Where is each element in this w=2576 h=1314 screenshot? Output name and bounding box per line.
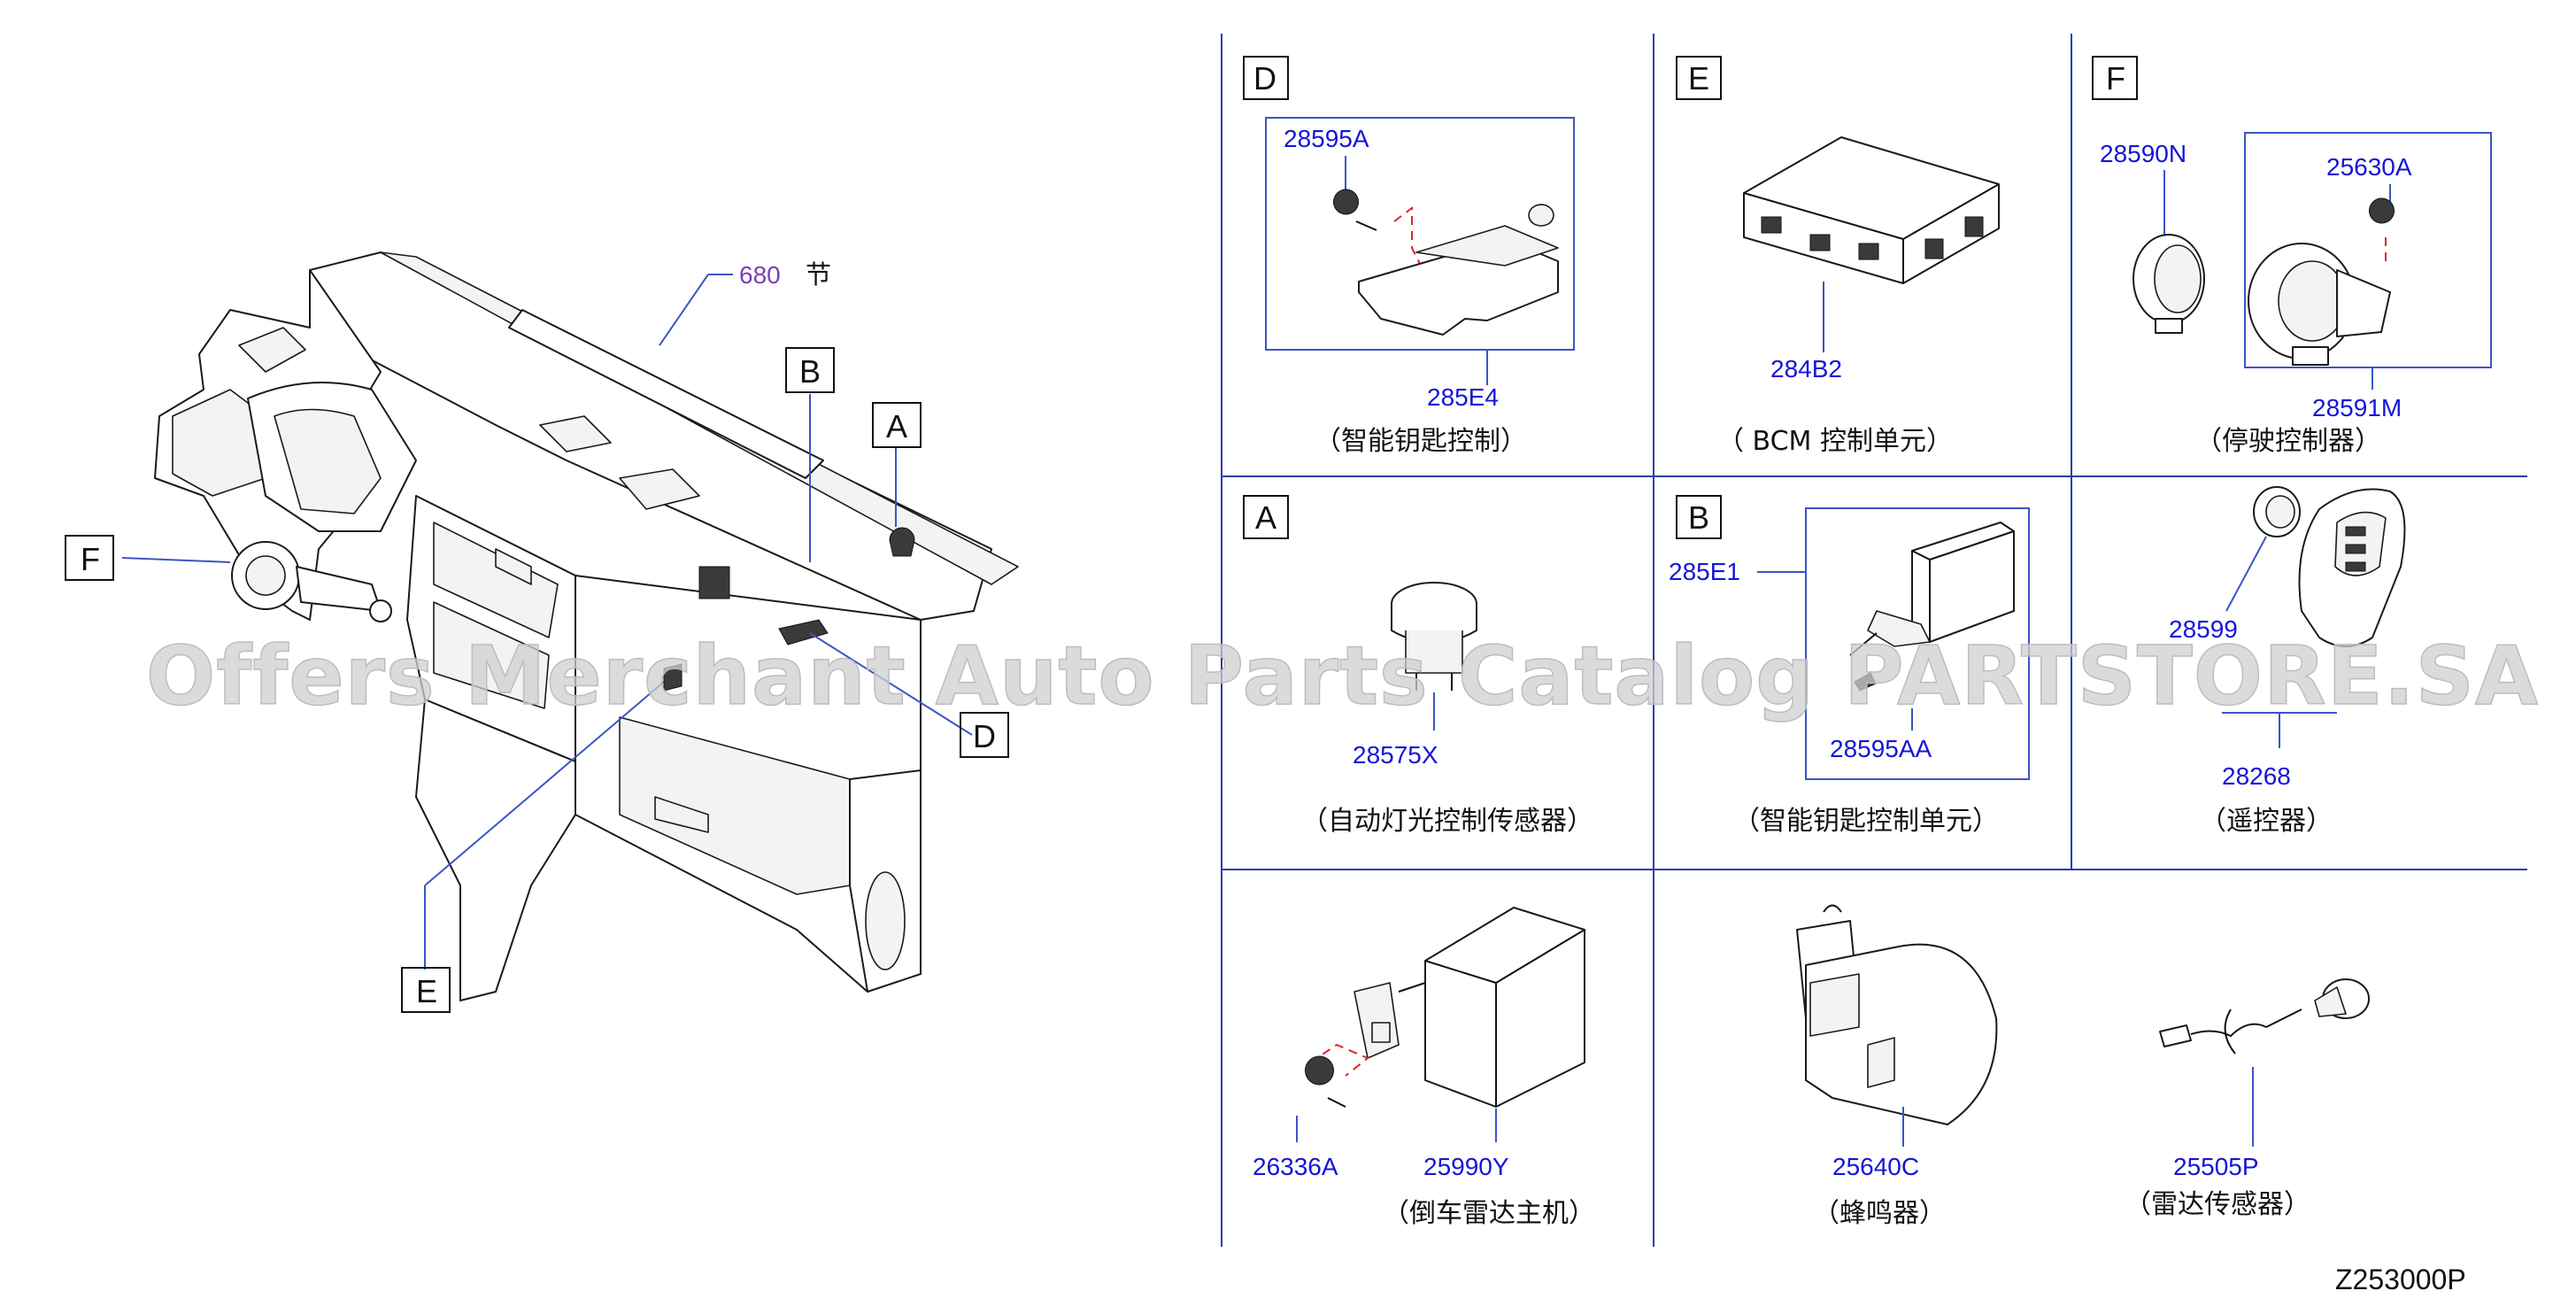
part-285E4: 285E4 [1427,383,1499,411]
part-25640C-buzzer [1805,943,1998,1125]
part-A-mark [889,527,915,557]
part-E-mark [663,663,683,692]
part-25630A: 25630A [2326,153,2412,181]
panel-E: E 284B2 （ BCM 控制单元） [1676,56,2000,457]
section-ref-suffix: 节 [806,259,831,290]
callout-D-label: D [973,718,996,754]
panel-B-caption: （智能钥匙控制单元） [1733,806,1999,837]
part-25505P: 25505P [2173,1153,2259,1180]
part-284B2-module [1743,136,2000,284]
panel-A-caption: （自动灯光控制传感器） [1301,806,1593,837]
panel-A-letter: A [1255,499,1276,536]
part-28595AA: 28595AA [1830,735,1932,762]
panel-remote: 28599 28268 （遥控器） [2169,486,2406,837]
panel-D-letter: D [1253,60,1276,97]
screw-28595A [1333,189,1359,215]
panel-radar-unit-caption: （倒车雷达主机） [1383,1198,1595,1229]
panel-radar-sensor: 25505P （雷达传感器） [2125,978,2370,1220]
callout-E: E [401,967,451,1013]
panel-D: D 28595A 285E4 （智能钥匙控制） [1243,56,1575,457]
panel-E-caption: （ BCM 控制单元） [1717,426,1953,457]
part-28268: 28268 [2222,762,2291,790]
panel-radar-unit: 26336A 25990Y （倒车雷达主机） [1253,907,1595,1229]
part-25505P-plug [2159,1024,2192,1047]
part-25640C: 25640C [1832,1153,1919,1180]
callout-F-label: F [81,541,100,577]
callout-B: B [785,347,835,393]
screw-26336A [1305,1055,1334,1086]
dashboard-overview [154,251,1019,1001]
part-25990Y-module [1424,907,1585,1108]
part-28591M: 28591M [2312,394,2402,421]
part-28575X: 28575X [1353,741,1438,769]
callout-D: D [960,712,1009,758]
part-26336A: 26336A [1253,1153,1338,1180]
part-B-mark [698,566,730,599]
panel-F-letter: F [2106,60,2125,97]
part-285E1-module [1911,522,2015,643]
figure-code: Z253000P [2335,1264,2466,1295]
callout-A-label: A [886,408,907,444]
panel-B: B 285E1 28595AA （智能钥匙控制单元） [1669,495,2030,837]
panel-grid [1221,34,2527,1247]
panel-buzzer: 25640C （蜂鸣器） [1796,904,1998,1229]
panel-F: F 28590N 25630A 28591M （停驶控制器） [2092,56,2492,457]
section-ref-680: 680 [739,261,781,289]
callout-E-label: E [416,973,437,1009]
panel-D-caption: （智能钥匙控制） [1315,426,1527,457]
panel-A: A 28575X （自动灯光控制传感器） [1243,495,1593,837]
part-284B2: 284B2 [1770,355,1842,383]
callout-F: F [65,535,114,581]
callout-B-label: B [799,353,821,390]
part-28595A: 28595A [1284,125,1369,152]
watermark-text: Offers Merchant Auto Parts Catalog PARTS… [146,629,2539,723]
callout-A: A [872,402,922,448]
part-28590N: 28590N [2100,140,2187,167]
panel-remote-caption: （遥控器） [2200,806,2333,837]
panel-buzzer-caption: （蜂鸣器） [1813,1198,1946,1229]
part-D-mark [778,619,829,645]
callout-680: 680 节 [739,259,831,290]
panel-E-letter: E [1688,60,1709,97]
part-25990Y: 25990Y [1423,1153,1509,1180]
part-285E1: 285E1 [1669,558,1740,585]
overview-leaders [121,274,973,970]
panel-B-letter: B [1688,499,1709,536]
part-28599: 28599 [2169,615,2238,643]
panel-radar-sensor-caption: （雷达传感器） [2125,1189,2310,1220]
panel-F-caption: （停驶控制器） [2195,426,2381,457]
